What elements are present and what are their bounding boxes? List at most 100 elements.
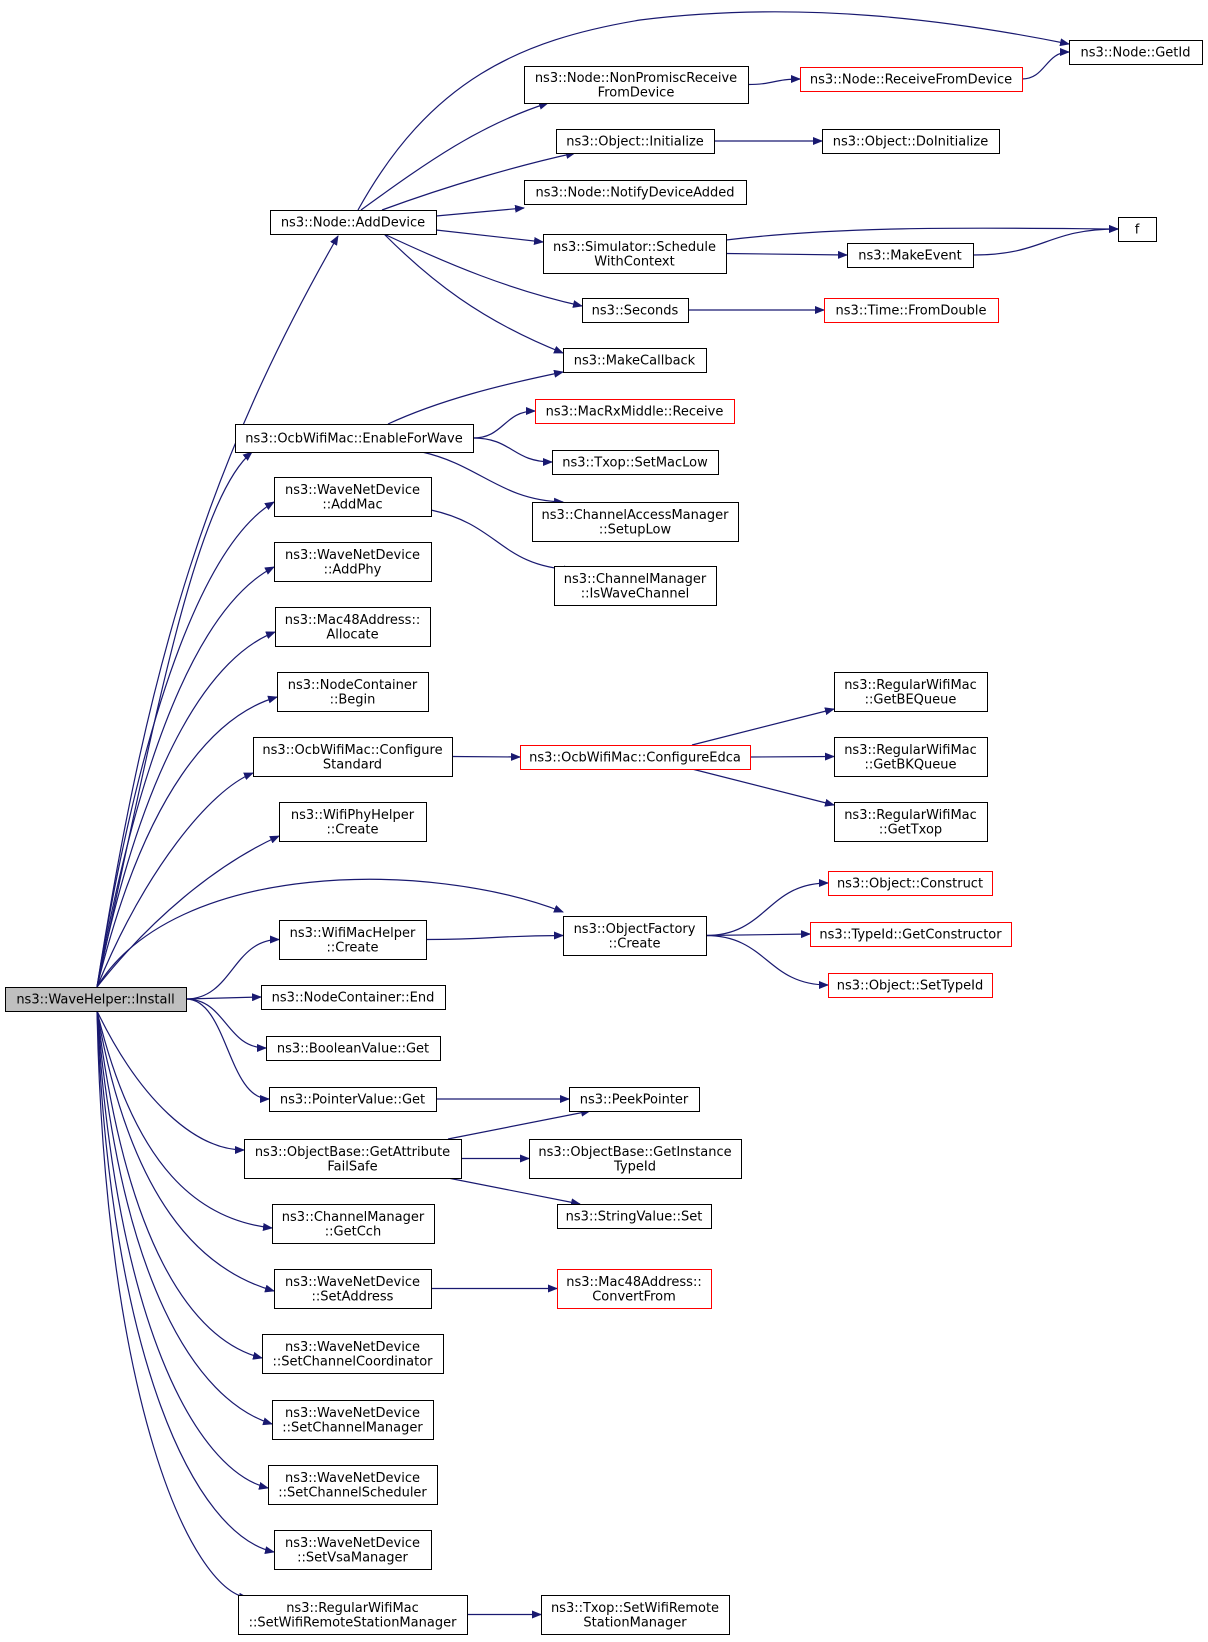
edge-install-to-cm-get-cch [96,1010,273,1231]
node-label: ::AddMac [322,497,382,512]
node-label: ns3::OcbWifiMac::Configure [262,743,442,758]
node-set-address[interactable]: ns3::WaveNetDevice::SetAddress [274,1269,432,1309]
node-label: StationManager [583,1615,687,1630]
node-label: ns3::Node::ReceiveFromDevice [810,73,1012,88]
node-box [543,234,727,274]
node-nc-begin[interactable]: ns3::NodeContainer::Begin [277,672,429,712]
node-label: ns3::RegularWifiMac [844,808,977,823]
edge-install-to-enable-for-wave [96,451,253,988]
node-label: ns3::Object::Initialize [566,135,704,150]
node-object-construct[interactable]: ns3::Object::Construct [828,871,993,896]
node-box [824,298,999,323]
node-label: ::SetVsaManager [297,1550,408,1565]
node-peek-pointer[interactable]: ns3::PeekPointer [569,1087,700,1112]
node-label: ::Create [327,822,379,837]
node-label: ns3::Object::SetTypeId [837,979,983,994]
node-label: ::GetBKQueue [864,757,956,772]
node-set-channel-coordinator[interactable]: ns3::WaveNetDevice::SetChannelCoordinato… [262,1334,444,1374]
node-set-remote-station-manager[interactable]: ns3::RegularWifiMac::SetWifiRemoteStatio… [238,1595,468,1635]
node-mac48-allocate[interactable]: ns3::Mac48Address::Allocate [275,607,431,647]
node-label: ns3::WaveHelper::Install [16,993,174,1008]
node-time-from-double[interactable]: ns3::Time::FromDouble [824,298,999,323]
node-cm-get-cch[interactable]: ns3::ChannelManager::GetCch [272,1204,435,1244]
node-box [279,920,427,960]
node-get-be-queue[interactable]: ns3::RegularWifiMac::GetBEQueue [834,672,988,712]
node-set-channel-scheduler[interactable]: ns3::WaveNetDevice::SetChannelScheduler [268,1465,438,1505]
node-label: ns3::MakeCallback [574,354,696,369]
node-label: ns3::Txop::SetWifiRemote [551,1601,719,1616]
node-label: FromDevice [598,85,675,100]
node-label: ns3::WaveNetDevice [285,1340,420,1355]
node-nc-end[interactable]: ns3::NodeContainer::End [261,985,446,1010]
node-get-bk-queue[interactable]: ns3::RegularWifiMac::GetBKQueue [834,737,988,777]
node-box [274,542,432,582]
node-make-callback[interactable]: ns3::MakeCallback [563,348,707,373]
node-label: ns3::WaveNetDevice [285,1536,420,1551]
node-cm-is-wave-channel[interactable]: ns3::ChannelManager::IsWaveChannel [554,566,717,606]
node-object-set-type-id[interactable]: ns3::Object::SetTypeId [828,973,993,998]
edge-install-to-set-remote-station-manager [96,1010,249,1601]
node-label: ::SetAddress [312,1289,394,1304]
node-receive-from-device[interactable]: ns3::Node::ReceiveFromDevice [800,67,1023,92]
node-install[interactable]: ns3::WaveHelper::Install [5,987,187,1012]
edge-install-to-set-channel-coordinator [96,1010,263,1360]
edge-non-promisc-receive-to-receive-from-device [747,75,801,86]
node-boolean-get[interactable]: ns3::BooleanValue::Get [266,1036,441,1061]
edge-install-to-boolean-get [185,998,267,1052]
node-object-initialize[interactable]: ns3::Object::Initialize [556,129,715,154]
edge-install-to-add-device [96,235,339,988]
node-add-phy[interactable]: ns3::WaveNetDevice::AddPhy [274,542,432,582]
edge-install-to-set-channel-manager [96,1010,273,1426]
node-node-get-id[interactable]: ns3::Node::GetId [1069,40,1203,65]
edge-add-device-to-node-get-id [357,11,1070,211]
node-get-txop[interactable]: ns3::RegularWifiMac::GetTxop [834,802,988,842]
node-txop-set-remote-station-manager[interactable]: ns3::Txop::SetWifiRemoteStationManager [541,1595,730,1635]
node-label: ns3::Mac48Address:: [566,1275,701,1290]
node-notify-device-added[interactable]: ns3::Node::NotifyDeviceAdded [524,180,747,205]
node-label: ns3::OcbWifiMac::ConfigureEdca [529,751,741,766]
node-label: ns3::WifiMacHelper [290,926,416,941]
node-box [253,737,453,777]
node-cam-setup-low[interactable]: ns3::ChannelAccessManager::SetupLow [532,502,739,542]
node-label: ns3::Mac48Address:: [285,613,420,628]
node-label: ns3::Seconds [592,304,679,319]
edge-install-to-set-vsa-manager [96,1010,275,1554]
node-set-channel-manager[interactable]: ns3::WaveNetDevice::SetChannelManager [272,1400,434,1440]
node-enable-for-wave[interactable]: ns3::OcbWifiMac::EnableForWave [235,424,474,453]
node-box [272,1204,435,1244]
node-box [244,1139,462,1179]
node-pointer-get[interactable]: ns3::PointerValue::Get [269,1087,437,1112]
node-object-factory-create[interactable]: ns3::ObjectFactory::Create [563,916,707,956]
node-label: ::Create [327,940,379,955]
node-mac48-convert-from[interactable]: ns3::Mac48Address::ConvertFrom [557,1269,712,1309]
node-f[interactable]: f [1118,217,1157,242]
node-set-vsa-manager[interactable]: ns3::WaveNetDevice::SetVsaManager [274,1530,432,1570]
node-txop-set-mac-low[interactable]: ns3::Txop::SetMacLow [552,450,719,475]
node-label: ns3::Node::NonPromiscReceive [535,71,737,86]
edge-enable-for-wave-to-mac-rx-middle-receive [472,407,536,439]
node-label: ::SetChannelManager [282,1420,423,1435]
node-seconds[interactable]: ns3::Seconds [582,298,689,323]
edge-object-factory-create-to-typeid-get-constructor [705,930,811,939]
edge-install-to-ocb-configure-standard [96,772,254,988]
node-add-mac[interactable]: ns3::WaveNetDevice::AddMac [274,477,432,517]
node-label: Allocate [326,627,378,642]
node-phy-helper-create[interactable]: ns3::WifiPhyHelper::Create [279,802,427,842]
node-make-event[interactable]: ns3::MakeEvent [847,243,974,268]
node-ocb-configure-edca[interactable]: ns3::OcbWifiMac::ConfigureEdca [520,745,751,770]
node-typeid-get-constructor[interactable]: ns3::TypeId::GetConstructor [810,922,1012,947]
node-box [822,129,1000,154]
node-string-value-set[interactable]: ns3::StringValue::Set [557,1204,712,1229]
node-object-do-initialize[interactable]: ns3::Object::DoInitialize [822,129,1000,154]
node-label: ns3::WaveNetDevice [285,1275,420,1290]
node-box [557,1269,712,1309]
node-mac-helper-create[interactable]: ns3::WifiMacHelper::Create [279,920,427,960]
node-mac-rx-middle-receive[interactable]: ns3::MacRxMiddle::Receive [535,399,735,424]
node-box [269,1087,437,1112]
node-add-device[interactable]: ns3::Node::AddDevice [270,210,437,235]
